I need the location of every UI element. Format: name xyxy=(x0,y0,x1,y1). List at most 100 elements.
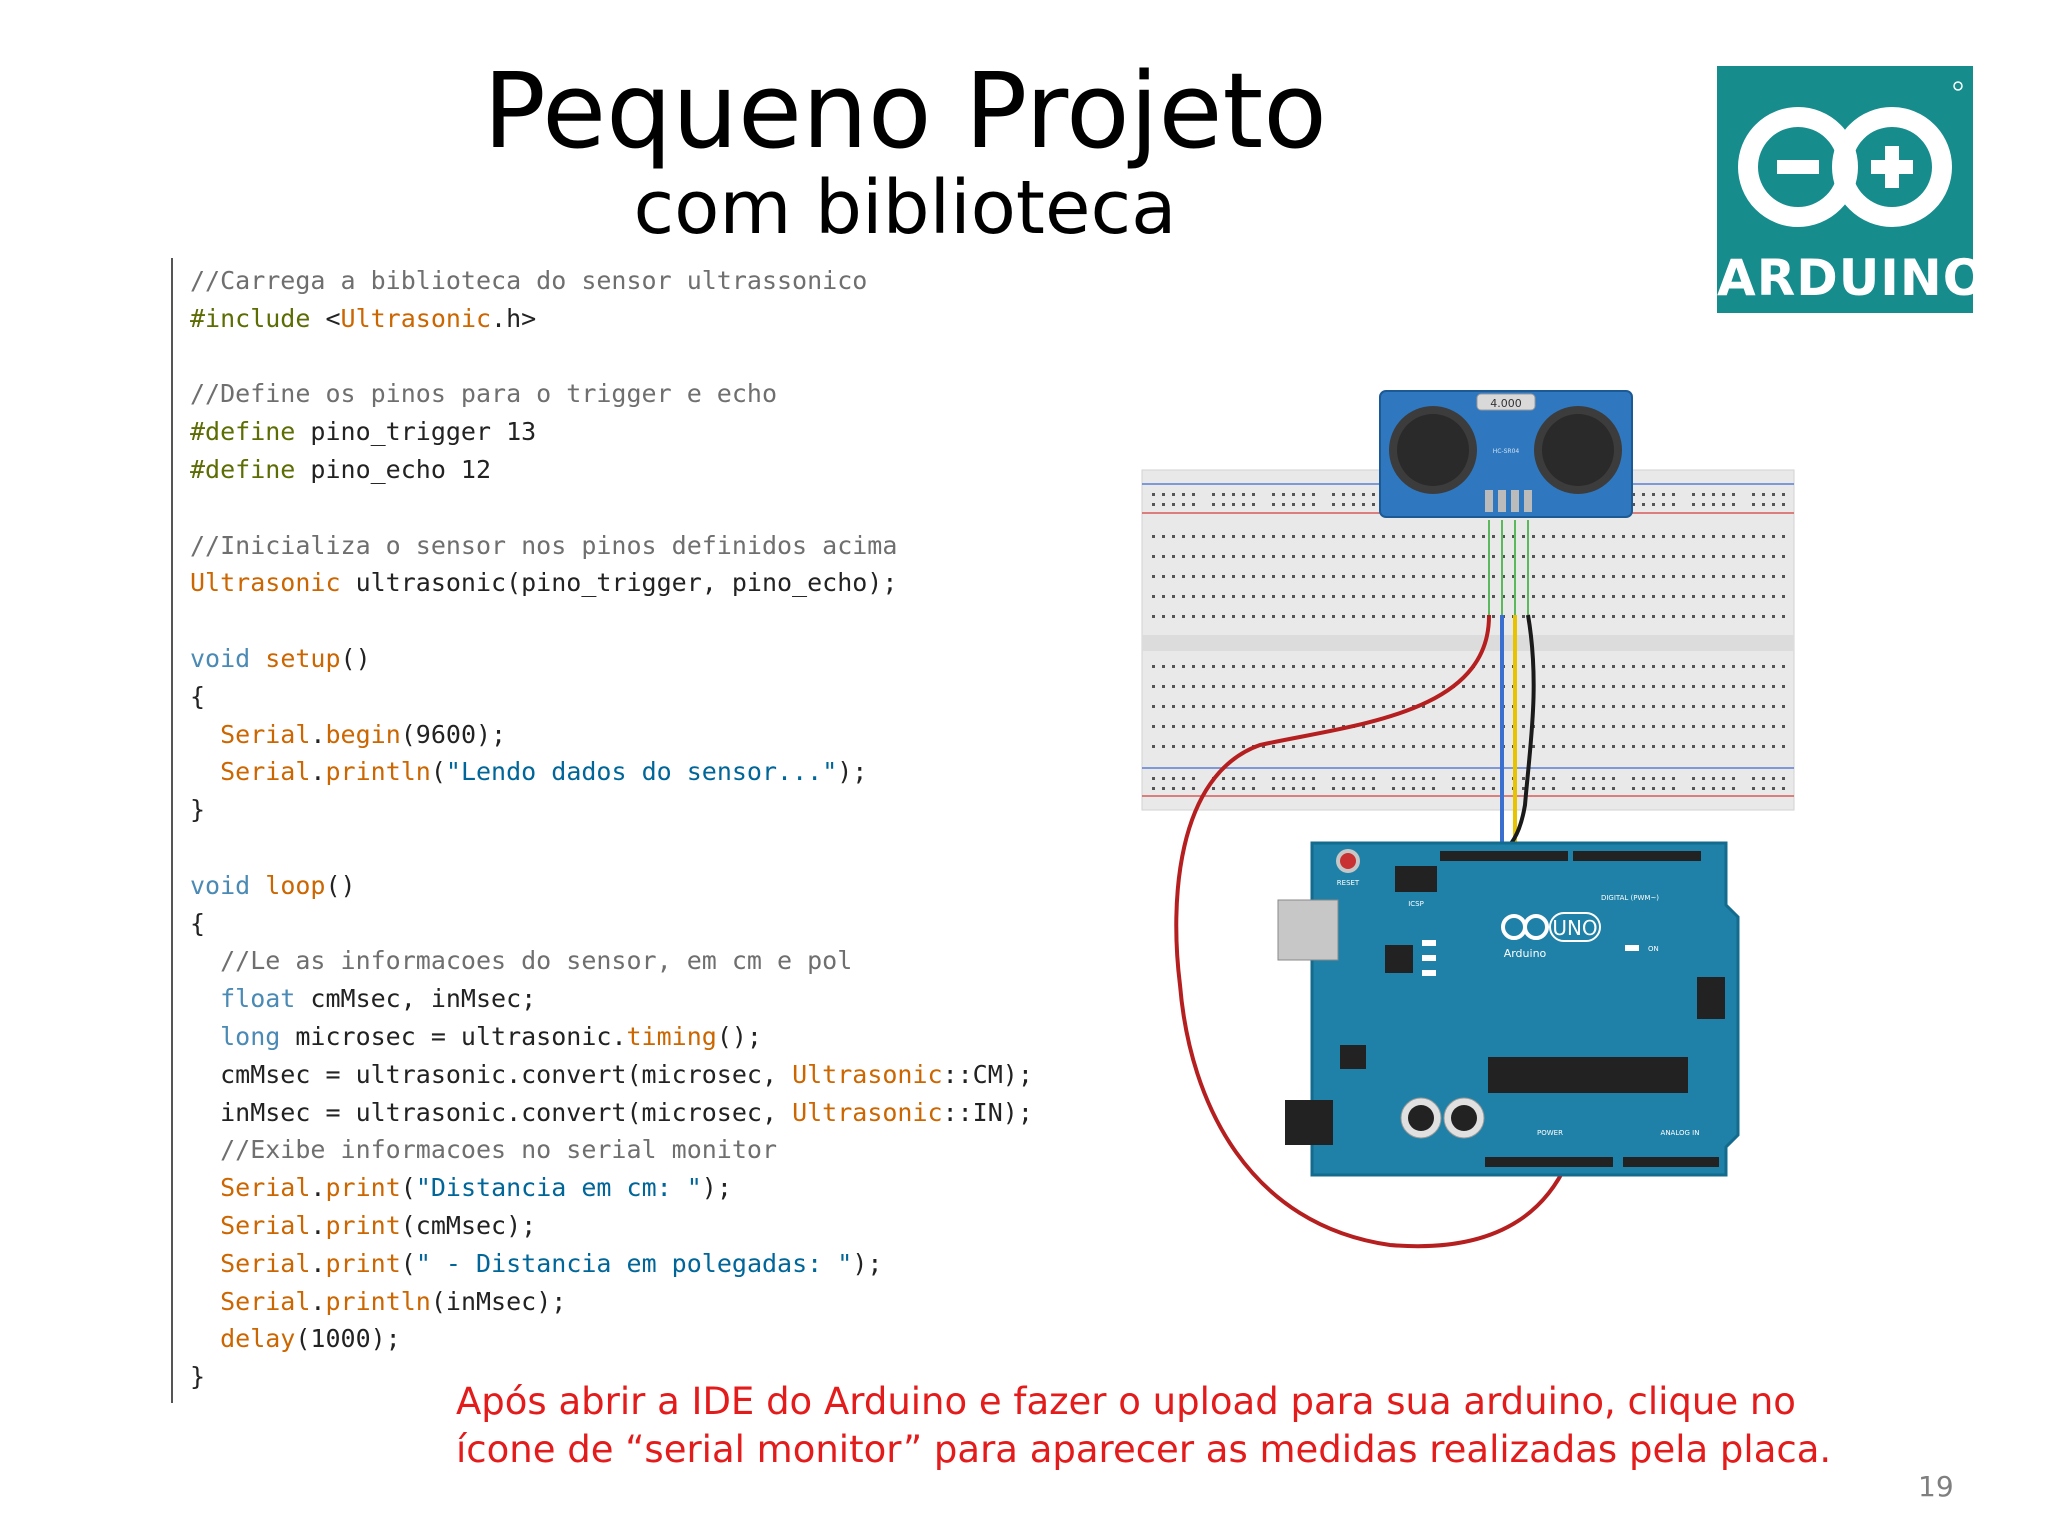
note-line-2: ícone de “serial monitor” para aparecer … xyxy=(456,1428,1832,1471)
code-line: Serial.begin(9600); xyxy=(190,716,1033,754)
icsp-label: ICSP xyxy=(1408,900,1424,908)
reset-label: RESET xyxy=(1337,879,1360,887)
code-token: float xyxy=(190,984,296,1014)
code-line: float cmMsec, inMsec; xyxy=(190,980,1033,1018)
code-token: "Lendo dados do sensor..." xyxy=(445,757,838,787)
code-token: . xyxy=(310,1210,326,1240)
code-line: //Define os pinos para o trigger e echo xyxy=(190,375,1033,413)
code-line xyxy=(190,602,1033,640)
code-listing: //Carrega a biblioteca do sensor ultrass… xyxy=(190,262,1033,1396)
code-token: } xyxy=(190,1362,206,1392)
code-token: " - Distancia em polegadas: " xyxy=(415,1248,853,1278)
code-token: Serial xyxy=(190,757,311,787)
code-token: println xyxy=(325,757,431,787)
code-token: . xyxy=(310,1173,326,1203)
code-token: . xyxy=(310,757,326,787)
sensor-crystal-label: 4.000 xyxy=(1490,397,1522,410)
code-line: #define pino_trigger 13 xyxy=(190,413,1033,451)
code-token: () xyxy=(325,870,356,900)
power-label: POWER xyxy=(1537,1129,1563,1137)
code-token: ( xyxy=(400,1173,416,1203)
analog-label: ANALOG IN xyxy=(1661,1129,1700,1137)
code-token: #define xyxy=(190,454,311,484)
uno-logo: UNO Arduino xyxy=(1501,912,1601,960)
code-token: print xyxy=(325,1173,401,1203)
code-line: Serial.println(inMsec); xyxy=(190,1283,1033,1321)
slide-subtitle: com biblioteca xyxy=(633,165,1177,251)
code-token: #include xyxy=(190,303,326,333)
code-token: (9600); xyxy=(400,719,507,749)
code-line: inMsec = ultrasonic.convert(microsec, Ul… xyxy=(190,1094,1033,1132)
code-token: ( xyxy=(430,757,446,787)
code-token: timing xyxy=(626,1021,717,1051)
code-token: (); xyxy=(716,1021,762,1051)
code-token: ::CM); xyxy=(942,1059,1033,1089)
breadboard xyxy=(1141,469,1795,811)
code-token: .h> xyxy=(491,303,537,333)
code-line: Serial.println("Lendo dados do sensor...… xyxy=(190,753,1033,791)
code-token: delay xyxy=(190,1324,296,1354)
code-token: () xyxy=(340,643,371,673)
code-token: (inMsec); xyxy=(430,1286,567,1316)
instruction-note: Após abrir a IDE do Arduino e fazer o up… xyxy=(456,1378,1876,1474)
code-token: . xyxy=(310,1248,326,1278)
code-token: ultrasonic(pino_trigger, pino_echo); xyxy=(340,568,898,598)
code-line xyxy=(190,829,1033,867)
code-line xyxy=(190,489,1033,527)
code-token: Serial xyxy=(190,1173,311,1203)
code-token: < xyxy=(325,303,341,333)
circuit-diagram: 4.000 HC-SR04 RESET ICSP DIGITAL (PWM~) xyxy=(1141,390,1795,1249)
arduino-uno-board: RESET ICSP DIGITAL (PWM~) UNO Arduino ON… xyxy=(1277,841,1740,1177)
code-token: loop xyxy=(250,870,326,900)
digital-label: DIGITAL (PWM~) xyxy=(1601,894,1659,902)
code-token: microsec = ultrasonic. xyxy=(280,1021,627,1051)
code-line: #include <Ultrasonic.h> xyxy=(190,300,1033,338)
code-token: println xyxy=(325,1286,431,1316)
arduino-logo: ARDUINO xyxy=(1717,66,1985,313)
code-token: Serial xyxy=(190,719,311,749)
slide-title: Pequeno Projeto xyxy=(483,50,1327,172)
infinity-logo-icon xyxy=(1738,81,1963,227)
code-token: print xyxy=(325,1248,401,1278)
code-line: Serial.print("Distancia em cm: "); xyxy=(190,1169,1033,1207)
wire-vcc xyxy=(1174,614,1569,1249)
code-token: long xyxy=(190,1021,281,1051)
code-token: pino_echo 12 xyxy=(310,454,492,484)
code-token: cmMsec = ultrasonic.convert(microsec, xyxy=(190,1059,793,1089)
code-token: Serial xyxy=(190,1210,311,1240)
code-token: { xyxy=(190,681,206,711)
code-token: (1000); xyxy=(295,1324,401,1354)
code-token: begin xyxy=(325,719,401,749)
code-line: //Exibe informacoes no serial monitor xyxy=(190,1131,1033,1169)
code-token: #define xyxy=(190,417,311,447)
code-token: //Define os pinos para o trigger e echo xyxy=(190,379,777,409)
on-label: ON xyxy=(1648,945,1659,953)
code-line: delay(1000); xyxy=(190,1320,1033,1358)
wires xyxy=(1174,520,1569,1249)
code-token: void xyxy=(190,643,251,673)
code-line: { xyxy=(190,905,1033,943)
code-line: #define pino_echo 12 xyxy=(190,451,1033,489)
code-token: ); xyxy=(837,757,868,787)
uno-text: UNO xyxy=(1552,916,1597,940)
code-token: setup xyxy=(250,643,341,673)
code-token: ::IN); xyxy=(942,1097,1033,1127)
code-token: ( xyxy=(400,1248,416,1278)
code-token: //Exibe informacoes no serial monitor xyxy=(190,1135,777,1165)
code-line: //Le as informacoes do sensor, em cm e p… xyxy=(190,942,1033,980)
code-line: } xyxy=(190,791,1033,829)
code-token: Serial xyxy=(190,1286,311,1316)
code-line: { xyxy=(190,678,1033,716)
code-token: Ultrasonic xyxy=(792,1097,943,1127)
code-token: } xyxy=(190,795,206,825)
code-token: . xyxy=(310,1286,326,1316)
note-line-1: Após abrir a IDE do Arduino e fazer o up… xyxy=(456,1380,1796,1423)
code-token: Ultrasonic xyxy=(792,1059,943,1089)
code-line: cmMsec = ultrasonic.convert(microsec, Ul… xyxy=(190,1056,1033,1094)
code-token: //Carrega a biblioteca do sensor ultrass… xyxy=(190,266,868,295)
code-token: pino_trigger 13 xyxy=(310,417,537,447)
code-token: (cmMsec); xyxy=(400,1210,537,1240)
code-left-border xyxy=(171,258,173,1403)
ultrasonic-sensor: 4.000 HC-SR04 xyxy=(1379,390,1633,518)
code-token: Ultrasonic xyxy=(190,568,341,598)
